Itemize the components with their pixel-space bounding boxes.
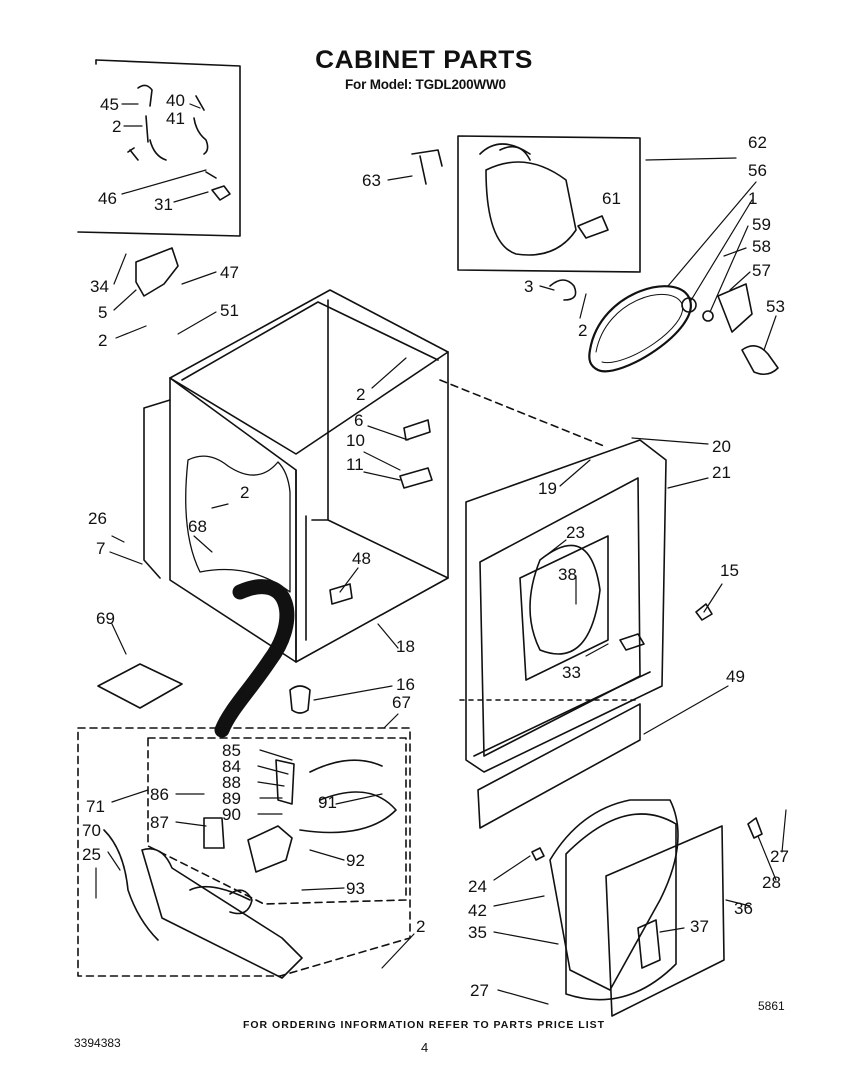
callout-2: 2 [98,331,107,350]
callout-46: 46 [98,189,117,208]
callout-58: 58 [752,237,771,256]
front-panel [465,439,667,773]
callout-27: 27 [770,847,789,866]
callout-31: 31 [154,195,173,214]
callout-59: 59 [752,215,771,234]
burner-parts [103,759,397,979]
page-number: 4 [421,1040,429,1055]
callout-51: 51 [220,301,239,320]
callout-92: 92 [346,851,365,870]
callout-1: 1 [748,189,757,208]
door-assembly [531,799,763,1017]
callout-71: 71 [86,797,105,816]
callout-34: 34 [90,277,109,296]
toe-kick-panel [477,703,641,829]
callout-49: 49 [726,667,745,686]
callout-57: 57 [752,261,771,280]
callout-48: 48 [352,549,371,568]
callout-2: 2 [240,483,249,502]
callout-47: 47 [220,263,239,282]
callout-28: 28 [762,873,781,892]
callout-19: 19 [538,479,557,498]
callout-35: 35 [468,923,487,942]
callout-15: 15 [720,561,739,580]
callout-10: 10 [346,431,365,450]
callout-11: 11 [346,455,364,474]
callout-33: 33 [562,663,581,682]
callout-56: 56 [748,161,767,180]
callout-70: 70 [82,821,101,840]
callout-68: 68 [188,517,207,536]
callout-88: 88 [222,773,241,792]
callout-16: 16 [396,675,415,694]
callout-63: 63 [362,171,381,190]
callout-7: 7 [96,539,105,558]
callout-42: 42 [468,901,487,920]
callout-62: 62 [748,133,767,152]
callout-2: 2 [416,917,425,936]
callout-90: 90 [222,805,241,824]
callout-53: 53 [766,297,785,316]
callout-26: 26 [88,509,107,528]
motor-assembly-box [457,135,641,273]
callout-67: 67 [392,693,411,712]
callout-37: 37 [690,917,709,936]
callout-93: 93 [346,879,365,898]
callout-18: 18 [396,637,415,656]
callout-41: 41 [166,109,185,128]
callout-89: 89 [222,789,241,808]
callout-2: 2 [356,385,365,404]
harness-parts-group [127,84,231,201]
callout-5: 5 [98,303,107,322]
callout-24: 24 [468,877,487,896]
callout-6: 6 [354,411,363,430]
callout-38: 38 [558,565,577,584]
inset-box-harness-parts [77,59,241,237]
callout-87: 87 [150,813,169,832]
callout-84: 84 [222,757,241,776]
callout-20: 20 [712,437,731,456]
drum-belt [588,285,692,373]
callout-leaders [95,103,787,1005]
callout-86: 86 [150,785,169,804]
callout-85: 85 [222,741,241,760]
callout-91: 91 [318,793,337,812]
callout-numbers: 45 40 41 2 46 31 34 47 5 51 2 63 62 56 1… [82,91,789,1000]
callout-61: 61 [602,189,621,208]
callout-23: 23 [566,523,585,542]
callout-40: 40 [166,91,185,110]
diagram-number: 5861 [758,999,785,1013]
pad-69 [97,663,183,709]
callout-69: 69 [96,609,115,628]
callout-36: 36 [734,899,753,918]
burner-assembly-box [77,379,641,977]
callout-2: 2 [578,321,587,340]
callout-2: 2 [112,117,121,136]
ordering-note: FOR ORDERING INFORMATION REFER TO PARTS … [242,1019,606,1031]
wiring-harness-band [214,579,295,738]
document-number: 3394383 [74,1036,121,1050]
callout-3: 3 [524,277,533,296]
callout-25: 25 [82,845,101,864]
callout-21: 21 [712,463,731,482]
model-subtitle: For Model: TGDL200WW0 [345,77,506,92]
callout-27: 27 [470,981,489,1000]
callout-45: 45 [100,95,119,114]
cabinet-shell [143,289,449,663]
page-title: CABINET PARTS [315,46,533,74]
